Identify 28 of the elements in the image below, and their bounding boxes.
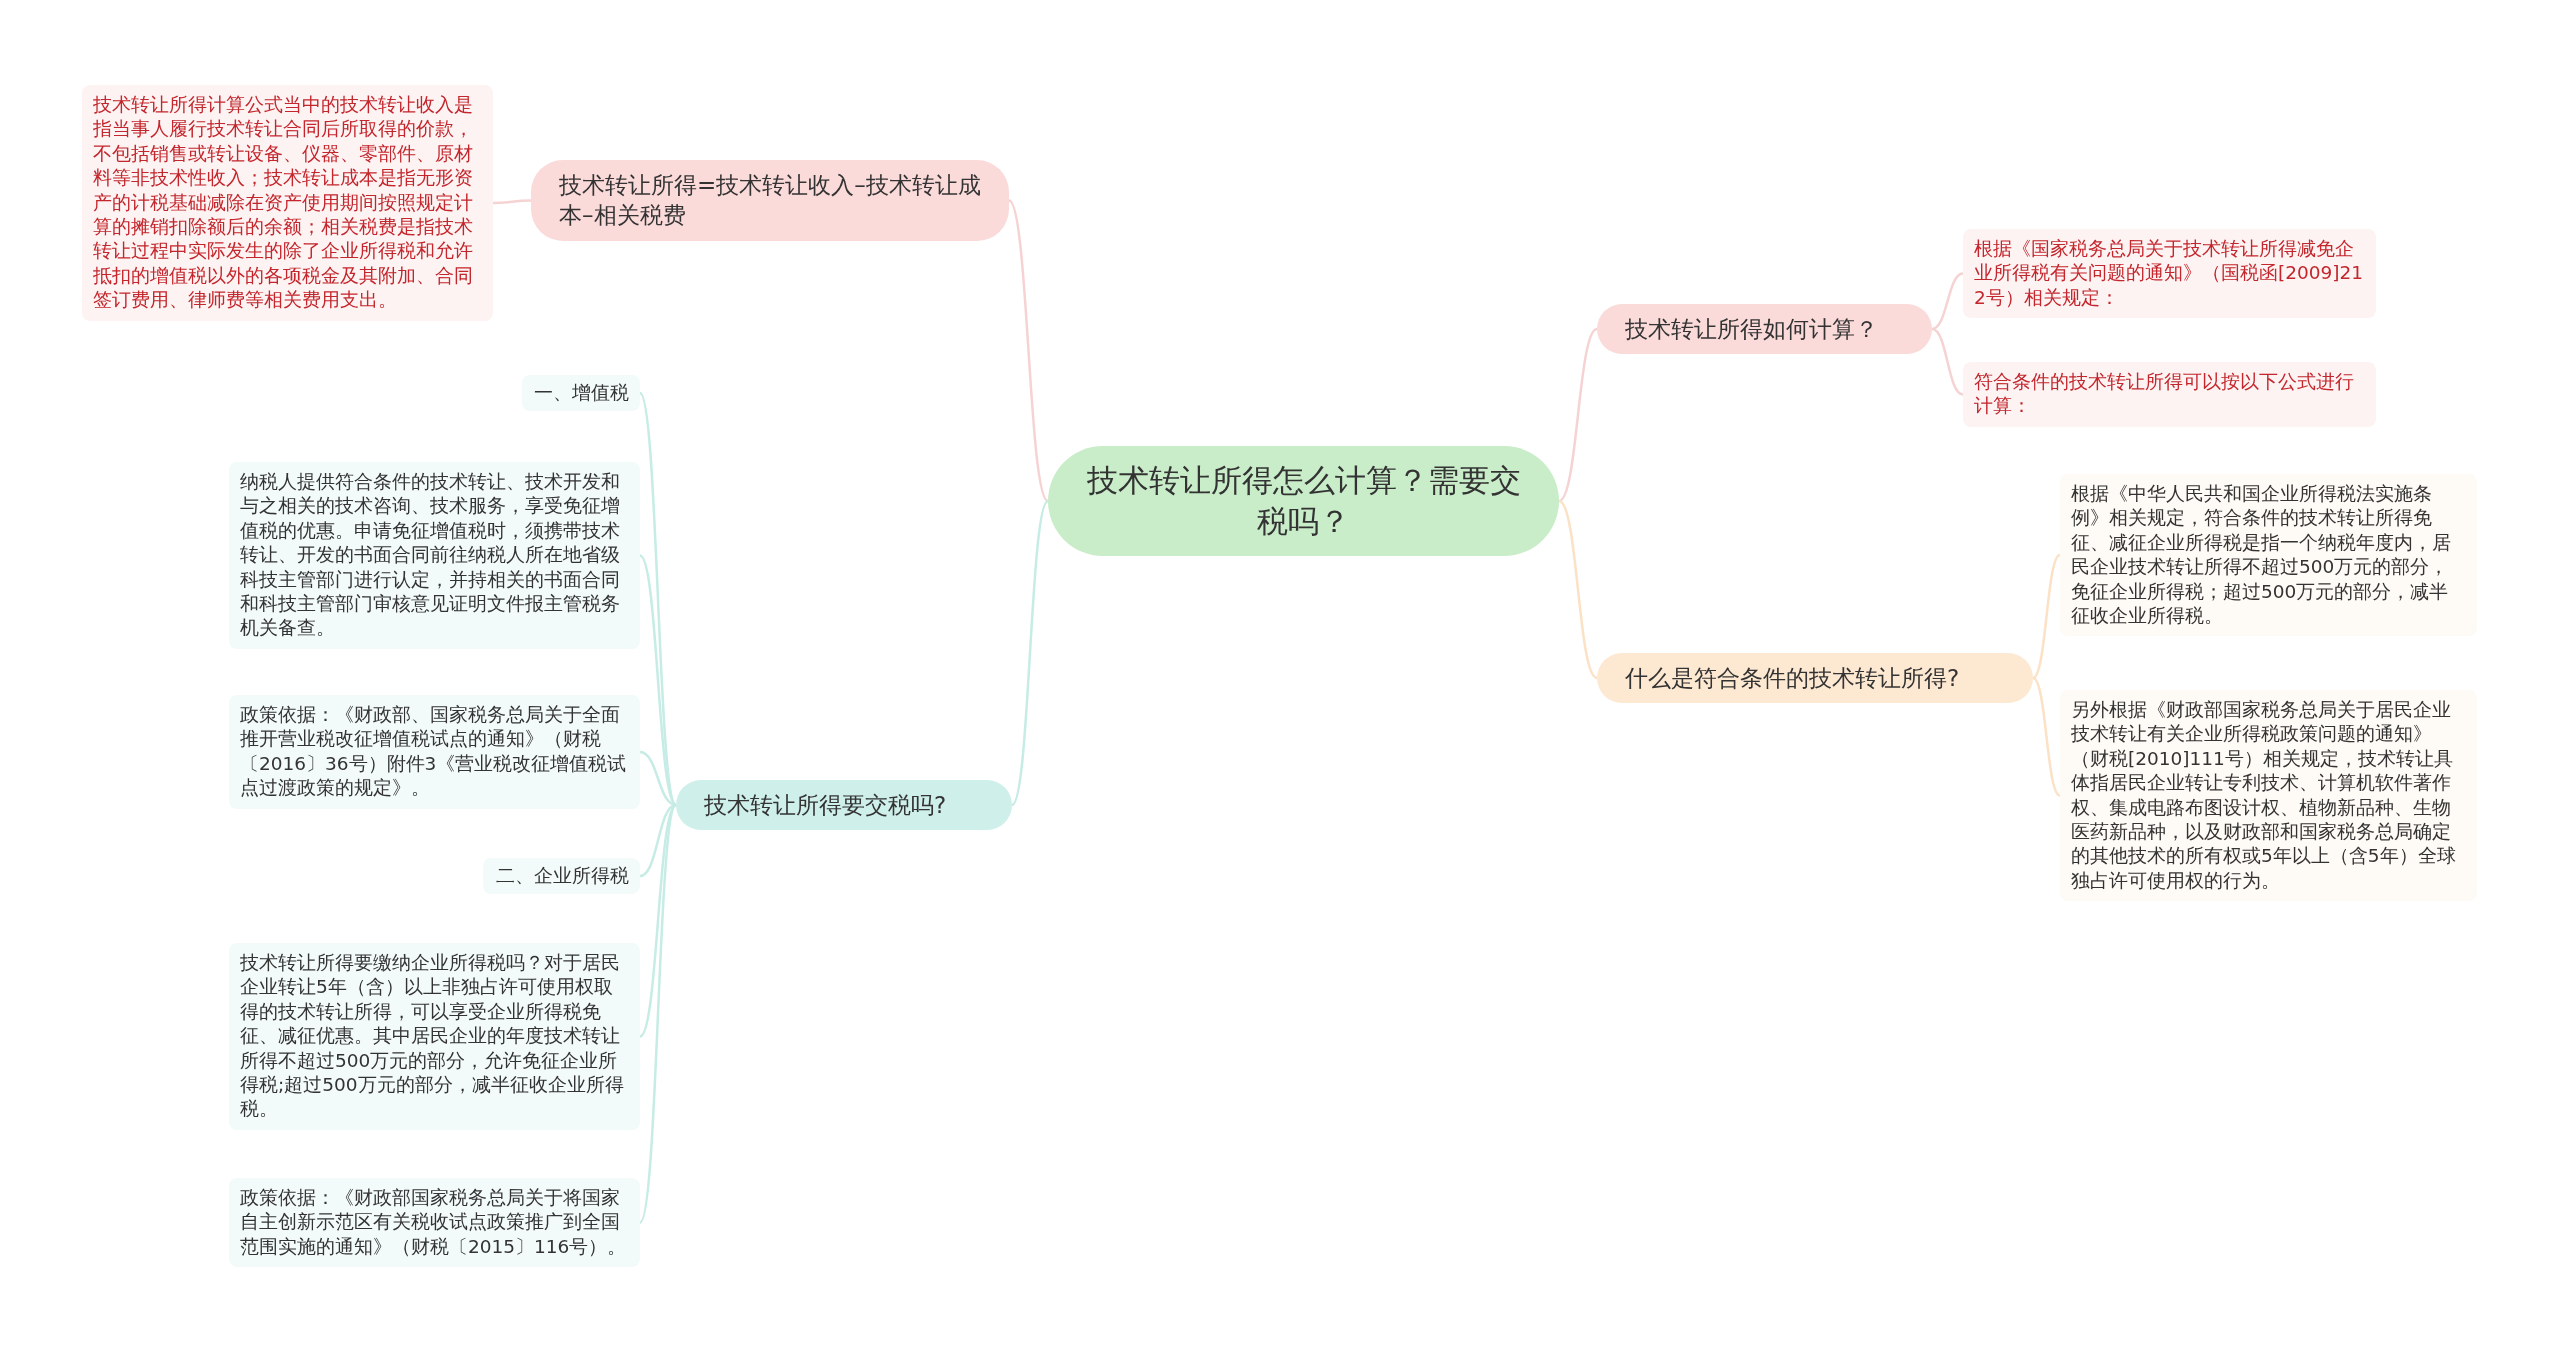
note-card: 政策依据：《财政部、国家税务总局关于全面推开营业税改征增值税试点的通知》（财税〔2016〕36号）附件3《营业税改征增值税试点过渡政策的规定》。: [229, 695, 640, 809]
connector-line: [493, 199, 531, 205]
connector-line: [638, 392, 678, 806]
note-card: 纳税人提供符合条件的技术转让、技术开发和与之相关的技术咨询、技术服务，享受免征增值税的优惠。申请免征增值税时，须携带技术转让、开发的书面合同前往纳税人所在地省级科技主管部门进行认定，并持相关的书面合同和科技主管部门审核意见证明文件报主管税务机关备查。: [229, 462, 640, 649]
topic-pill: 技术转让所得要交税吗?: [676, 780, 1012, 831]
note-card: 技术转让所得计算公式当中的技术转让收入是指当事人履行技术转让合同后所取得的价款，不包括销售或转让设备、仪器、零部件、原材料等非技术性收入；技术转让成本是指无形资产的计税基础减除在资产使用期间按照规定计算的摊销扣除额后的余额；相关税费是指技术转让过程中实际发生的除了企业所得税和允许抵扣的增值税以外的各项税金及其附加、合同签订费用、律师费等相关费用支出。: [82, 85, 493, 321]
connector-line: [1931, 327, 1964, 396]
subtopic-label: 二、企业所得税: [483, 858, 640, 895]
topic-pill: 技术转让所得=技术转让收入–技术转让成本–相关税费: [531, 160, 1009, 241]
topic-pill: 什么是符合条件的技术转让所得?: [1597, 653, 2033, 704]
note-card: 根据《中华人民共和国企业所得税法实施条例》相关规定，符合条件的技术转让所得免征、减征企业所得税是指一个纳税年度内，居民企业技术转让所得不超过500万元的部分，免征企业所得税；超过500万元的部分，减半征收企业所得税。: [2060, 474, 2477, 637]
connector-line: [1010, 500, 1050, 806]
note-card: 符合条件的技术转让所得可以按以下公式进行计算：: [1963, 362, 2376, 427]
topic-pill: 技术转让所得如何计算？: [1597, 304, 1932, 355]
connector-line: [1558, 500, 1598, 679]
connector-line: [2032, 677, 2061, 797]
note-card: 技术转让所得要缴纳企业所得税吗？对于居民企业转让5年（含）以上非独占许可使用权取得的技术转让所得，可以享受企业所得税免征、减征优惠。其中居民企业的年度技术转让所得不超过500万元的部分，允许免征企业所得税;超过500万元的部分，减半征收企业所得税。: [229, 943, 640, 1130]
note-card: 根据《国家税务总局关于技术转让所得减免企业所得税有关问题的通知》（国税函[2009]212号）相关规定：: [1963, 229, 2376, 319]
connector-line: [1558, 328, 1598, 502]
subtopic-label: 一、增值税: [522, 375, 640, 412]
connector-line: [1008, 199, 1049, 502]
note-card: 政策依据：《财政部国家税务总局关于将国家自主创新示范区有关税收试点政策推广到全国范围实施的通知》（财税〔2015〕116号）。: [229, 1178, 640, 1268]
connector-line: [639, 554, 677, 806]
connector-line: [2032, 554, 2061, 679]
note-card: 另外根据《财政部国家税务总局关于居民企业技术转让有关企业所得税政策问题的通知》（财税[2010]111号）相关规定，技术转让具体指居民企业转让专利技术、计算机软件著作权、集成电路布图设计权、植物新品种、生物医药新品种，以及财政部和国家税务总局确定的其他技术的所有权或5年以上（含5年）全球独占许可使用权的行为。: [2060, 690, 2477, 902]
central-topic: 技术转让所得怎么计算？需要交税吗？: [1048, 446, 1559, 556]
connector-line: [1931, 272, 1964, 331]
connector-line: [638, 804, 678, 1224]
